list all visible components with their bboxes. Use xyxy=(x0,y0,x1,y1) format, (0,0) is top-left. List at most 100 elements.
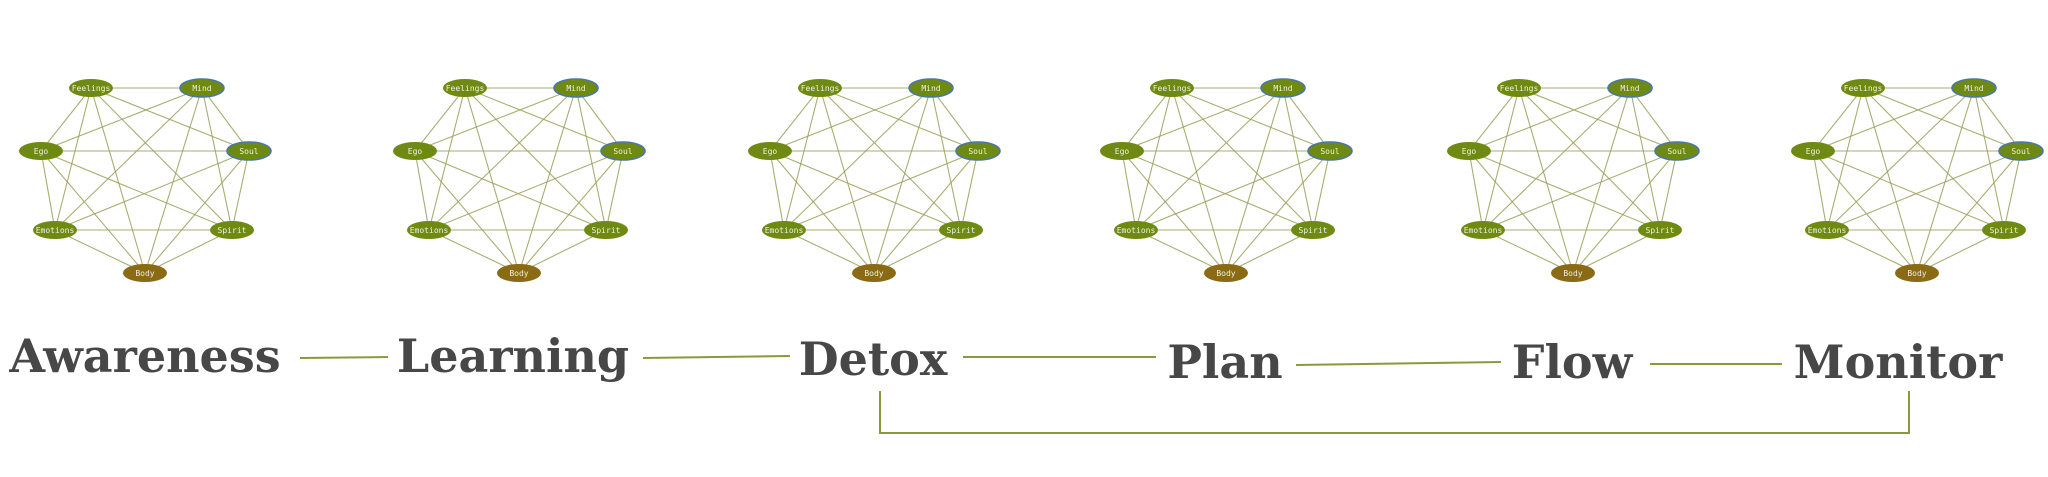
graph-node-ellipse xyxy=(69,79,113,97)
graph-edge xyxy=(783,87,932,231)
graph-node-emotions: Emotions xyxy=(1114,221,1158,239)
graph-edge xyxy=(1862,87,1918,274)
graph-edge xyxy=(1812,150,1828,231)
graph-edge xyxy=(414,150,520,274)
graph-node-spirit: Spirit xyxy=(210,221,254,239)
graph-edge xyxy=(1135,87,1284,231)
graph-edge xyxy=(201,87,233,231)
graph-edge xyxy=(1482,87,1631,231)
graph-node-feelings: Feelings xyxy=(443,79,487,97)
graph-edge xyxy=(1916,229,2005,274)
connector-awareness-learning xyxy=(299,356,389,359)
graph-edge xyxy=(1121,150,1227,274)
graph-node-soul: Soul xyxy=(955,141,1001,161)
graph-edge xyxy=(54,229,146,274)
graph-edge xyxy=(414,87,577,152)
graph-edge xyxy=(1225,150,1331,274)
graph-edge xyxy=(1468,150,1484,231)
graph-node-mind: Mind xyxy=(553,78,599,98)
graph-edge xyxy=(575,87,607,231)
graph-node-label: Emotions xyxy=(36,226,75,235)
graph-edge xyxy=(1225,87,1284,274)
graph-edge xyxy=(144,87,203,274)
graph-edge xyxy=(40,150,146,274)
graph-edge xyxy=(873,87,932,274)
graph-node-ego: Ego xyxy=(393,142,437,160)
graph-node-feelings: Feelings xyxy=(1841,79,1885,97)
graph-edge xyxy=(1826,150,2022,231)
graph-edge xyxy=(40,87,203,152)
graph-node-feelings: Feelings xyxy=(69,79,113,97)
graph-node-ego: Ego xyxy=(19,142,63,160)
graph-node-emotions: Emotions xyxy=(33,221,77,239)
graph-edge xyxy=(1121,150,1314,231)
graph-node-ellipse xyxy=(584,221,628,239)
graph-node-ellipse xyxy=(939,221,983,239)
graph-edge xyxy=(873,150,979,274)
graph-node-label: Mind xyxy=(1273,84,1292,93)
graph-node-ego: Ego xyxy=(1100,142,1144,160)
graph-node-soul: Soul xyxy=(600,141,646,161)
graph-node-ellipse xyxy=(1307,141,1353,161)
graph-node-ellipse xyxy=(553,78,599,98)
connector-plan-flow xyxy=(1295,361,1502,366)
graph-node-ellipse xyxy=(1150,79,1194,97)
graph-node-soul: Soul xyxy=(1307,141,1353,161)
graph-edge xyxy=(1468,87,1520,152)
graph-edge xyxy=(1135,87,1173,231)
stage-label-flow: Flow xyxy=(1512,335,1634,389)
graph-edge xyxy=(930,87,979,152)
graph-node-label: Mind xyxy=(566,84,585,93)
graph-edge xyxy=(144,150,250,274)
graph-edge xyxy=(1482,150,1678,231)
stage-label-plan: Plan xyxy=(1167,335,1282,389)
graph-edge xyxy=(1282,87,1331,152)
graph-edge xyxy=(90,87,146,274)
graph-edge xyxy=(2003,150,2022,231)
graph-node-label: Body xyxy=(1563,269,1582,278)
graph-node-soul: Soul xyxy=(1654,141,1700,161)
graph-node-label: Feelings xyxy=(1153,84,1192,93)
graph-edge xyxy=(1135,229,1227,274)
graph-edge xyxy=(960,150,979,231)
graph-node-label: Body xyxy=(1216,269,1235,278)
graph-node-label: Body xyxy=(135,269,154,278)
graph-node-spirit: Spirit xyxy=(939,221,983,239)
graph-edge xyxy=(1171,87,1227,274)
graph-node-label: Ego xyxy=(1806,147,1821,156)
graph-node-label: Body xyxy=(864,269,883,278)
graph-node-ellipse xyxy=(443,79,487,97)
graph-edge xyxy=(1812,150,1918,274)
graph-node-label: Spirit xyxy=(1990,226,2019,235)
graph-edge xyxy=(783,150,979,231)
graph-node-mind: Mind xyxy=(1951,78,1997,98)
graph-node-ellipse xyxy=(1461,221,1505,239)
graph-edge xyxy=(518,87,577,274)
graph-node-soul: Soul xyxy=(226,141,272,161)
graph-node-body: Body xyxy=(123,264,167,282)
graph-edge xyxy=(1973,87,2005,231)
stage-connectors xyxy=(299,355,1910,434)
graph-edge xyxy=(1973,87,2022,152)
graph-node-ellipse xyxy=(407,221,451,239)
graph-edge xyxy=(464,87,607,231)
graph-node-label: Emotions xyxy=(410,226,449,235)
graph-edge xyxy=(90,87,233,231)
graph-edge xyxy=(414,150,607,231)
graph-edge xyxy=(40,87,92,152)
graph-node-ellipse xyxy=(1497,79,1541,97)
graph-node-label: Feelings xyxy=(801,84,840,93)
graph-edge xyxy=(1518,87,1574,274)
graph-node-label: Ego xyxy=(408,147,423,156)
graph-edge xyxy=(428,87,577,231)
graph-node-spirit: Spirit xyxy=(1291,221,1335,239)
graph-edge xyxy=(1468,150,1661,231)
graph-edge xyxy=(783,229,875,274)
graph-node-label: Spirit xyxy=(218,226,247,235)
graph-node-ellipse xyxy=(1114,221,1158,239)
graph-node-ellipse xyxy=(762,221,806,239)
graph-node-ellipse xyxy=(497,264,541,282)
graph-node-ellipse xyxy=(798,79,842,97)
